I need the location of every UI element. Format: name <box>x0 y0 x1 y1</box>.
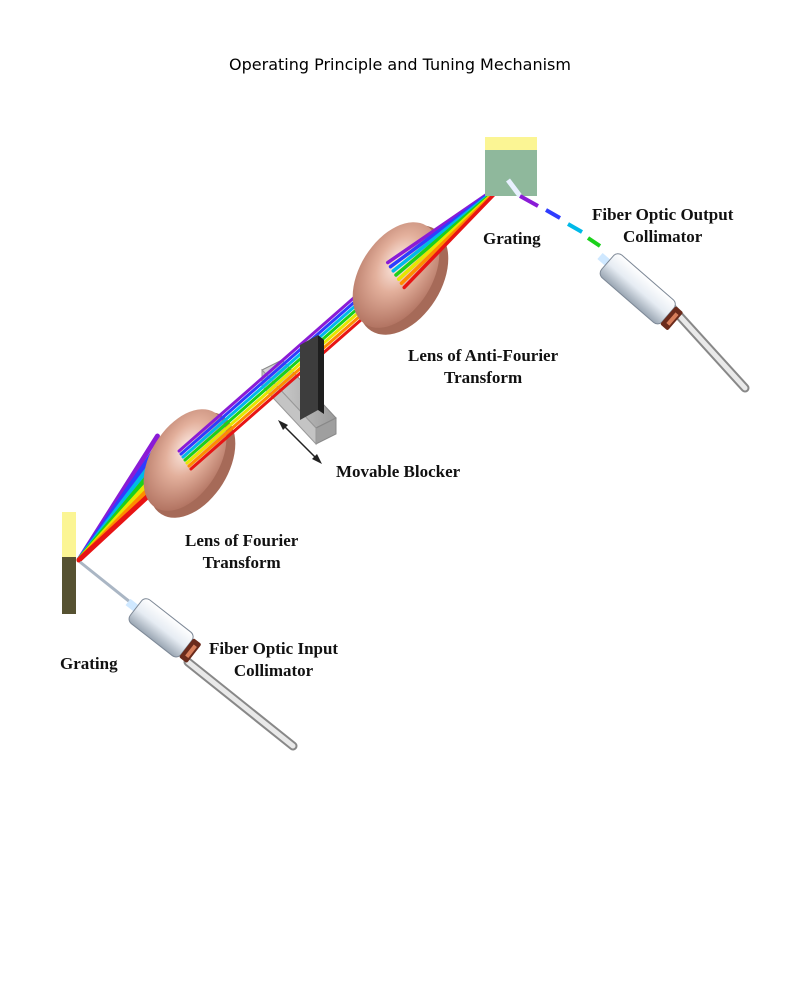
fiber-output-collimator-label: Fiber Optic Output Collimator <box>592 205 734 246</box>
output-grating <box>485 137 537 196</box>
fourier-lens-label: Lens of Fourier Transform <box>185 531 299 572</box>
output-beam <box>506 178 602 248</box>
output-grating-label: Grating <box>483 229 541 248</box>
input-grating <box>62 512 76 614</box>
fiber-input-collimator-label: Fiber Optic Input Collimator <box>209 639 339 680</box>
input-grating-label: Grating <box>60 654 118 673</box>
movable-blocker <box>300 335 324 420</box>
anti-fourier-lens-label: Lens of Anti-Fourier Transform <box>408 346 559 387</box>
movable-blocker-label: Movable Blocker <box>336 462 461 481</box>
beam-converge-6 <box>402 178 510 290</box>
input-collimator <box>125 598 201 663</box>
input-beam <box>79 560 136 608</box>
input-fiber <box>183 657 298 751</box>
diagram-title: Operating Principle and Tuning Mechanism <box>229 55 571 74</box>
blocker-motion-arrow <box>278 420 322 464</box>
output-collimator <box>597 252 683 330</box>
